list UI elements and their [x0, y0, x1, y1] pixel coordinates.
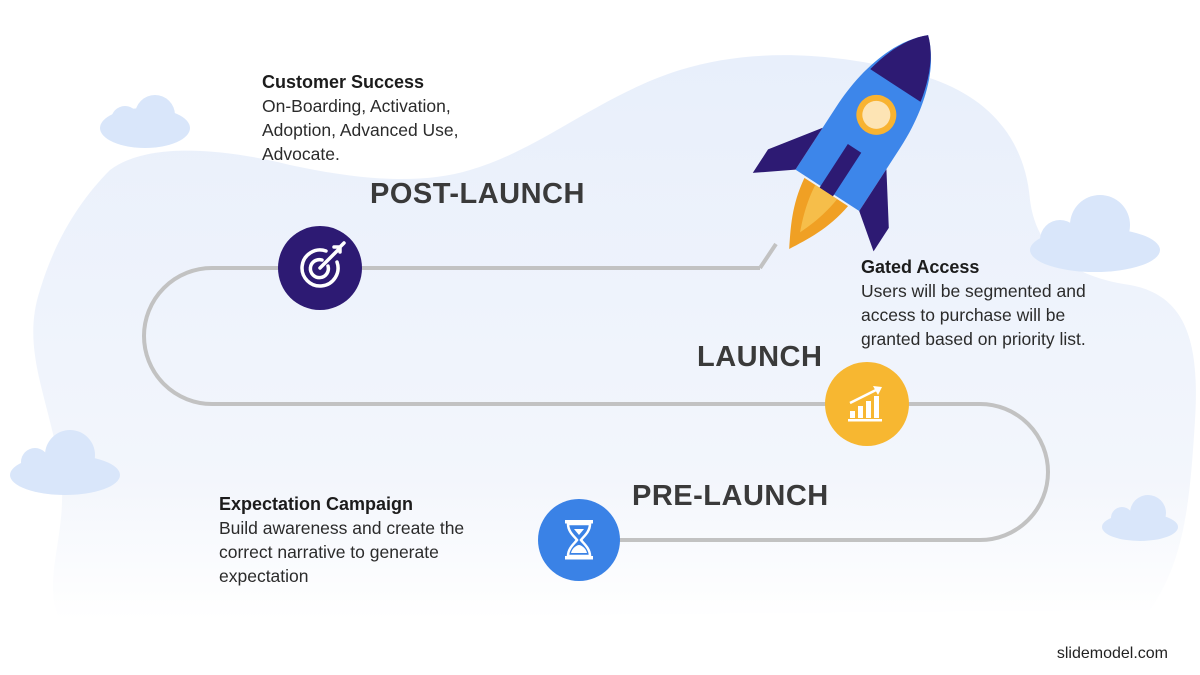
- cloud-icon: [1030, 195, 1160, 272]
- launch-description: Gated Access Users will be segmented and…: [861, 255, 1086, 351]
- post-launch-milestone: [278, 226, 362, 310]
- credit-text: slidemodel.com: [1056, 645, 1168, 662]
- trend-arrowhead: [873, 386, 882, 395]
- post-launch-line-2: Adoption, Advanced Use,: [262, 120, 459, 140]
- cloud-icon: [100, 95, 190, 148]
- post-launch-line-3: Advocate.: [262, 144, 340, 164]
- post-launch-description: Customer Success On-Boarding, Activation…: [262, 70, 459, 166]
- launch-line-2: access to purchase will be: [861, 305, 1066, 325]
- launch-milestone: [825, 362, 909, 446]
- target-icon: [300, 241, 346, 288]
- background-blob: [33, 55, 1196, 620]
- pre-launch-description: Expectation Campaign Build awareness and…: [219, 492, 464, 588]
- growth-chart-icon: [848, 396, 882, 422]
- cloud-icon: [1102, 495, 1178, 541]
- trend-arrow: [849, 386, 881, 405]
- pre-launch-milestone: [538, 499, 620, 581]
- launch-line-3: granted based on priority list.: [861, 329, 1086, 349]
- pre-launch-line-3: expectation: [219, 566, 309, 586]
- rocket-icon: [752, 35, 931, 252]
- rocket-trail: [758, 242, 778, 270]
- post-launch-title: Customer Success: [262, 72, 425, 92]
- cloud-icon: [10, 430, 120, 495]
- hourglass-icon: [565, 520, 593, 560]
- pre-launch-label: PRE-LAUNCH: [632, 480, 829, 512]
- pre-launch-line-1: Build awareness and create the: [219, 518, 465, 538]
- launch-line-1: Users will be segmented and: [861, 281, 1086, 301]
- launch-label: LAUNCH: [697, 341, 823, 373]
- pre-launch-line-2: correct narrative to generate: [219, 542, 439, 562]
- launch-title: Gated Access: [861, 257, 980, 277]
- post-launch-label: POST-LAUNCH: [370, 178, 585, 210]
- journey-path: [142, 266, 1050, 542]
- post-launch-line-1: On-Boarding, Activation,: [262, 96, 451, 116]
- pre-launch-title: Expectation Campaign: [219, 494, 414, 514]
